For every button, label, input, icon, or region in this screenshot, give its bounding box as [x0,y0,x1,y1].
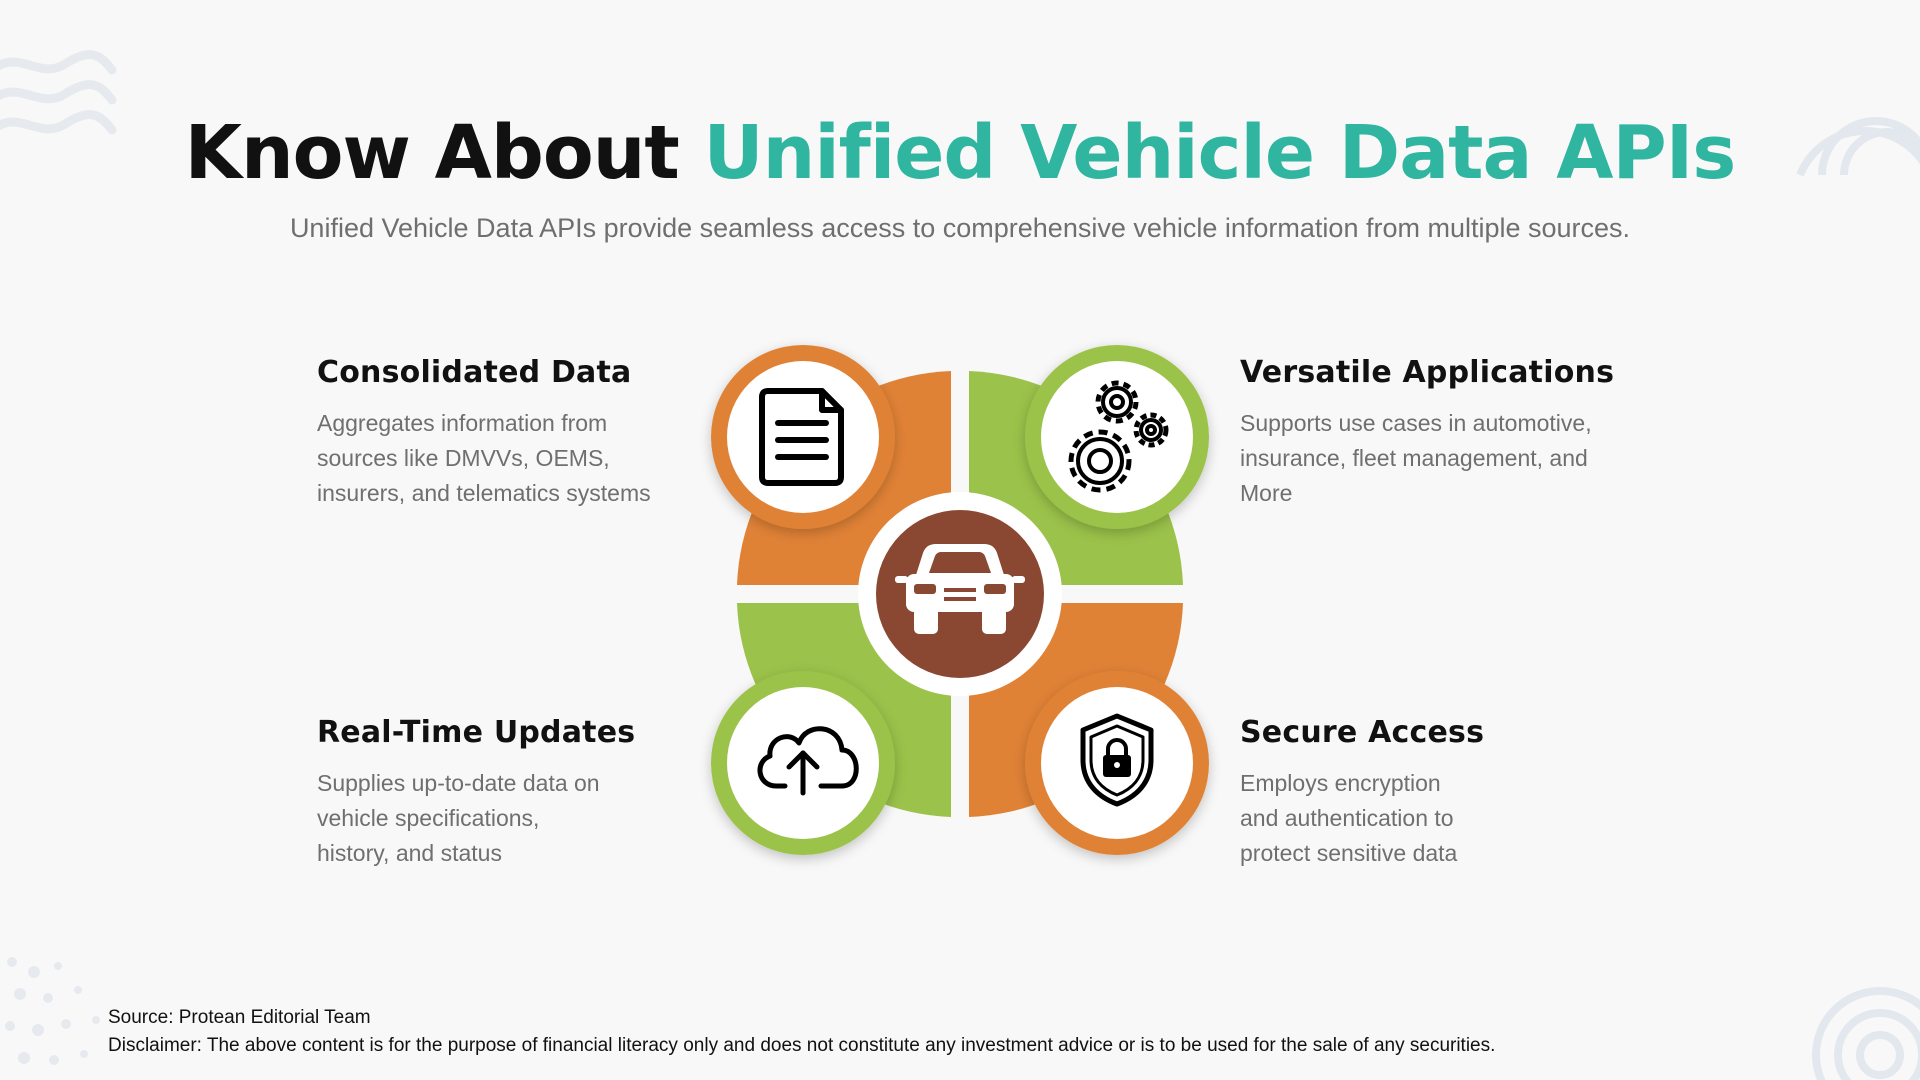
gears-icon [1068,380,1169,493]
title-highlight: Unified Vehicle Data APIs [703,110,1737,196]
source-note: Source: Protean Editorial Team [108,1007,371,1028]
badge-real-time-updates [711,671,895,855]
feature-title: Secure Access [1240,715,1485,750]
decorative-spiral-bottom-right [1812,987,1920,1080]
feature-description: Supplies up-to-date data on vehicle spec… [317,770,600,866]
decorative-waves-top-left [0,50,117,135]
center-hub [858,492,1062,696]
badge-secure-access [1025,671,1209,855]
disclaimer-note: Disclaimer: The above content is for the… [108,1035,1496,1056]
shield-lock-icon [1080,713,1154,807]
page-title: Know About Unified Vehicle Data APIs [0,108,1920,198]
page-subtitle: Unified Vehicle Data APIs provide seamle… [289,213,1631,243]
feature-consolidated-data: Consolidated Data Aggregates information… [317,355,717,511]
footer: Source: Protean Editorial Team Disclaime… [108,1004,1495,1060]
feature-versatile-applications: Versatile Applications Supports use case… [1240,355,1640,511]
badge-consolidated-data [711,345,895,529]
title-prefix: Know About [184,110,704,196]
cloud-upload-icon [757,726,859,796]
feature-description: Supports use cases in automotive, insura… [1240,410,1592,506]
decorative-dots-bottom-left [5,957,100,1065]
car-icon [895,544,1025,634]
feature-description: Employs encryption and authentication to… [1240,770,1458,866]
badge-versatile-applications [1025,345,1209,529]
feature-title: Consolidated Data [317,355,632,390]
feature-description: Aggregates information from sources like… [317,410,651,506]
decorative-arcs-top-right [1796,117,1920,177]
feature-secure-access: Secure Access Employs encryption and aut… [1240,715,1640,871]
document-icon [759,388,844,486]
feature-real-time-updates: Real-Time Updates Supplies up-to-date da… [317,715,717,871]
feature-title: Real-Time Updates [317,715,636,750]
feature-title: Versatile Applications [1240,355,1615,390]
